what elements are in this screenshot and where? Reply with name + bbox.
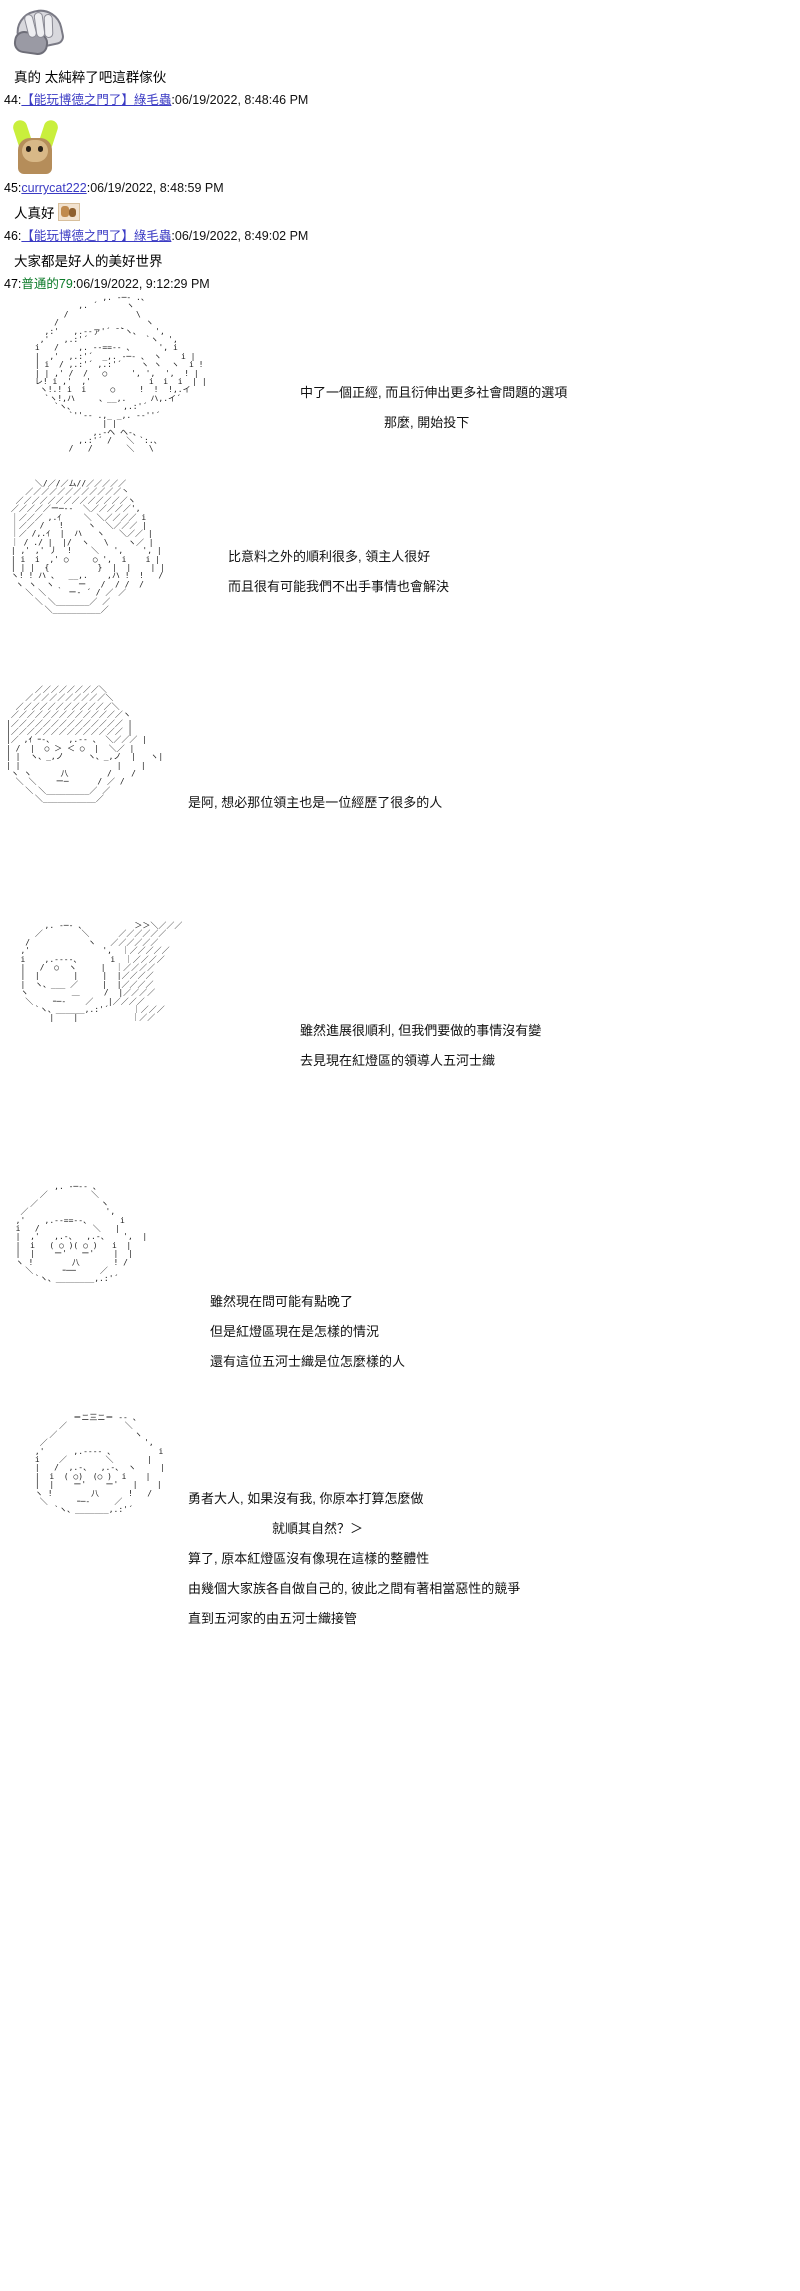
aa-dialogue-line: 直到五河家的由五河士織接管 xyxy=(188,1611,358,1626)
aa-dialogue: 雖然現在問可能有點晚了但是紅燈區現在是怎樣的情況還有這位五河士織是位怎麼樣的人 xyxy=(210,1287,405,1377)
colon-separator: : xyxy=(17,181,22,195)
aa-scene: ,. -─‐- 、 ／ ＼ ／ ヽ ／ ', ,' ,.-‐==‐-、 i i … xyxy=(0,1182,800,1414)
ascii-art: ,. -─- 、 ＞＞＼／／／ ／ ＼ ／／／／／／ / ヽ ／／／／／／ ,'… xyxy=(20,921,183,1023)
post-number: 44 xyxy=(4,93,18,107)
aa-dialogue: 是阿, 想必那位領主也是一位經歷了很多的人 xyxy=(188,788,442,818)
aa-dialogue-line: 中了一個正經, 而且衍伸出更多社會問題的選項 xyxy=(300,385,568,400)
colon-separator: : xyxy=(17,229,22,243)
aa-dialogue-line: 算了, 原本紅燈區沒有像現在這樣的整體性 xyxy=(188,1551,430,1566)
post-number: 47 xyxy=(4,277,18,291)
colon-separator: : xyxy=(86,181,91,195)
post-date: 06/19/2022, 8:48:59 PM xyxy=(90,181,224,195)
aa-scene: ＝ニ三ニ＝ ‐- 、 ／ ＼ ／ ヽ ／ ', ,' ,.-‐‐- 、 i i … xyxy=(0,1413,800,1670)
post-header-44: 44:【能玩博德之門了】綠毛蟲:06/19/2022, 8:48:46 PM xyxy=(0,90,800,110)
aa-scene: ＼/／/／ム//／／／／／ ／／／／／／／／／／／／丶 ／／／／／／／／／／／／… xyxy=(0,479,800,686)
post-43-tail: 真的 太純粹了吧這群傢伙 xyxy=(0,5,800,90)
post-header-45: 45:currycat222:06/19/2022, 8:48:59 PM xyxy=(0,178,800,198)
aa-dialogue-line: 是阿, 想必那位領主也是一位經歷了很多的人 xyxy=(188,795,443,810)
post-date: 06/19/2022, 9:12:29 PM xyxy=(76,277,210,291)
aa-dialogue-line: 那麼, 開始投下 xyxy=(384,415,470,430)
post-date: 06/19/2022, 8:49:02 PM xyxy=(174,229,309,243)
colon-separator: : xyxy=(17,93,22,107)
post-author-link[interactable]: 普通的79 xyxy=(21,277,73,291)
colon-separator: : xyxy=(171,93,175,107)
aa-scene: ,. -─- 、 ＞＞＼／／／ ／ ＼ ／／／／／／ / ヽ ／／／／／／ ,'… xyxy=(0,921,800,1183)
aa-dialogue-line: 去見現在紅燈區的領導人五河士織 xyxy=(300,1053,496,1068)
post-author-link[interactable]: currycat222 xyxy=(21,181,87,195)
post-header-46: 46:【能玩博德之門了】綠毛蟲:06/19/2022, 8:49:02 PM xyxy=(0,226,800,246)
aa-dialogue-line: 就順其自然？＞ xyxy=(272,1521,364,1536)
ascii-art: ＝ニ三ニ＝ ‐- 、 ／ ＼ ／ ヽ ／ ', ,' ,.-‐‐- 、 i i … xyxy=(34,1413,165,1515)
aa-scene: ／／／／／／／／＼ ／／／／／／／／／／＼ ／／／／／／／／／／／／＼ ／／／／… xyxy=(0,685,800,922)
hand-grab-emote xyxy=(12,5,70,62)
post-body-46: 大家都是好人的美好世界 xyxy=(14,254,163,269)
aa-dialogue-line: 比意料之外的順利很多, 領主人很好 xyxy=(228,549,431,564)
post-body-text: 真的 太純粹了吧這群傢伙 xyxy=(14,70,167,85)
post-author-link[interactable]: 【能玩博德之門了】綠毛蟲 xyxy=(21,229,172,243)
aa-dialogue: 雖然進展很順利, 但我們要做的事情沒有變去見現在紅燈區的領導人五河士織 xyxy=(300,1016,541,1076)
ascii-art: ,. -─- .、 ,. ´ ヽ / \ / ヽ ,:' ,.-‐ァ'´ ̄ ̄… xyxy=(34,293,207,454)
small-picture-emote xyxy=(57,203,80,221)
post-header-47: 47:普通的79:06/19/2022, 9:12:29 PM xyxy=(0,274,800,294)
colon-separator: : xyxy=(171,229,175,243)
post-body-text: 人真好 xyxy=(14,206,55,221)
glowing-cat-emote xyxy=(11,118,60,176)
aa-dialogue: 中了一個正經, 而且衍伸出更多社會問題的選項那麼, 開始投下 xyxy=(300,378,567,438)
aa-scene: ,. -─- .、 ,. ´ ヽ / \ / ヽ ,:' ,.-‐ァ'´ ̄ ̄… xyxy=(0,293,800,480)
aa-dialogue: 比意料之外的順利很多, 領主人很好而且很有可能我們不出手事情也會解決 xyxy=(228,542,449,602)
aa-scene-list: ,. -─- .、 ,. ´ ヽ / \ / ヽ ,:' ,.-‐ァ'´ ̄ ̄… xyxy=(0,293,800,1670)
ascii-art: ＼/／/／ム//／／／／／ ／／／／／／／／／／／／丶 ／／／／／／／／／／／／… xyxy=(10,479,165,615)
colon-separator: : xyxy=(72,277,77,291)
ascii-art: ／／／／／／／／＼ ／／／／／／／／／／＼ ／／／／／／／／／／／／＼ ／／／／… xyxy=(6,685,164,804)
colon-separator: : xyxy=(17,277,22,291)
aa-dialogue: 勇者大人, 如果沒有我, 你原本打算怎麼做就順其自然？＞ 算了, 原本紅燈區沒有像… xyxy=(188,1484,520,1634)
post-number: 45 xyxy=(4,181,18,195)
post-number: 46 xyxy=(4,229,18,243)
ascii-art: ,. -─‐- 、 ／ ＼ ／ ヽ ／ ', ,' ,.-‐==‐-、 i i … xyxy=(15,1182,148,1284)
post-date: 06/19/2022, 8:48:46 PM xyxy=(174,93,309,107)
aa-dialogue-line: 勇者大人, 如果沒有我, 你原本打算怎麼做 xyxy=(188,1491,424,1506)
aa-dialogue-line: 雖然進展很順利, 但我們要做的事情沒有變 xyxy=(300,1023,542,1038)
thread-container: 真的 太純粹了吧這群傢伙 44:【能玩博德之門了】綠毛蟲:06/19/2022,… xyxy=(0,5,800,1670)
aa-dialogue-line: 雖然現在問可能有點晚了 xyxy=(210,1294,354,1309)
aa-dialogue-line: 但是紅燈區現在是怎樣的情況 xyxy=(210,1324,380,1339)
aa-dialogue-line: 還有這位五河士織是位怎麼樣的人 xyxy=(210,1354,406,1369)
aa-dialogue-line: 由幾個大家族各自做自己的, 彼此之間有著相當惡性的競爭 xyxy=(188,1581,521,1596)
aa-dialogue-line: 而且很有可能我們不出手事情也會解決 xyxy=(228,579,450,594)
post-body-45: 人真好 xyxy=(0,198,800,226)
post-author-link[interactable]: 【能玩博德之門了】綠毛蟲 xyxy=(21,93,172,107)
